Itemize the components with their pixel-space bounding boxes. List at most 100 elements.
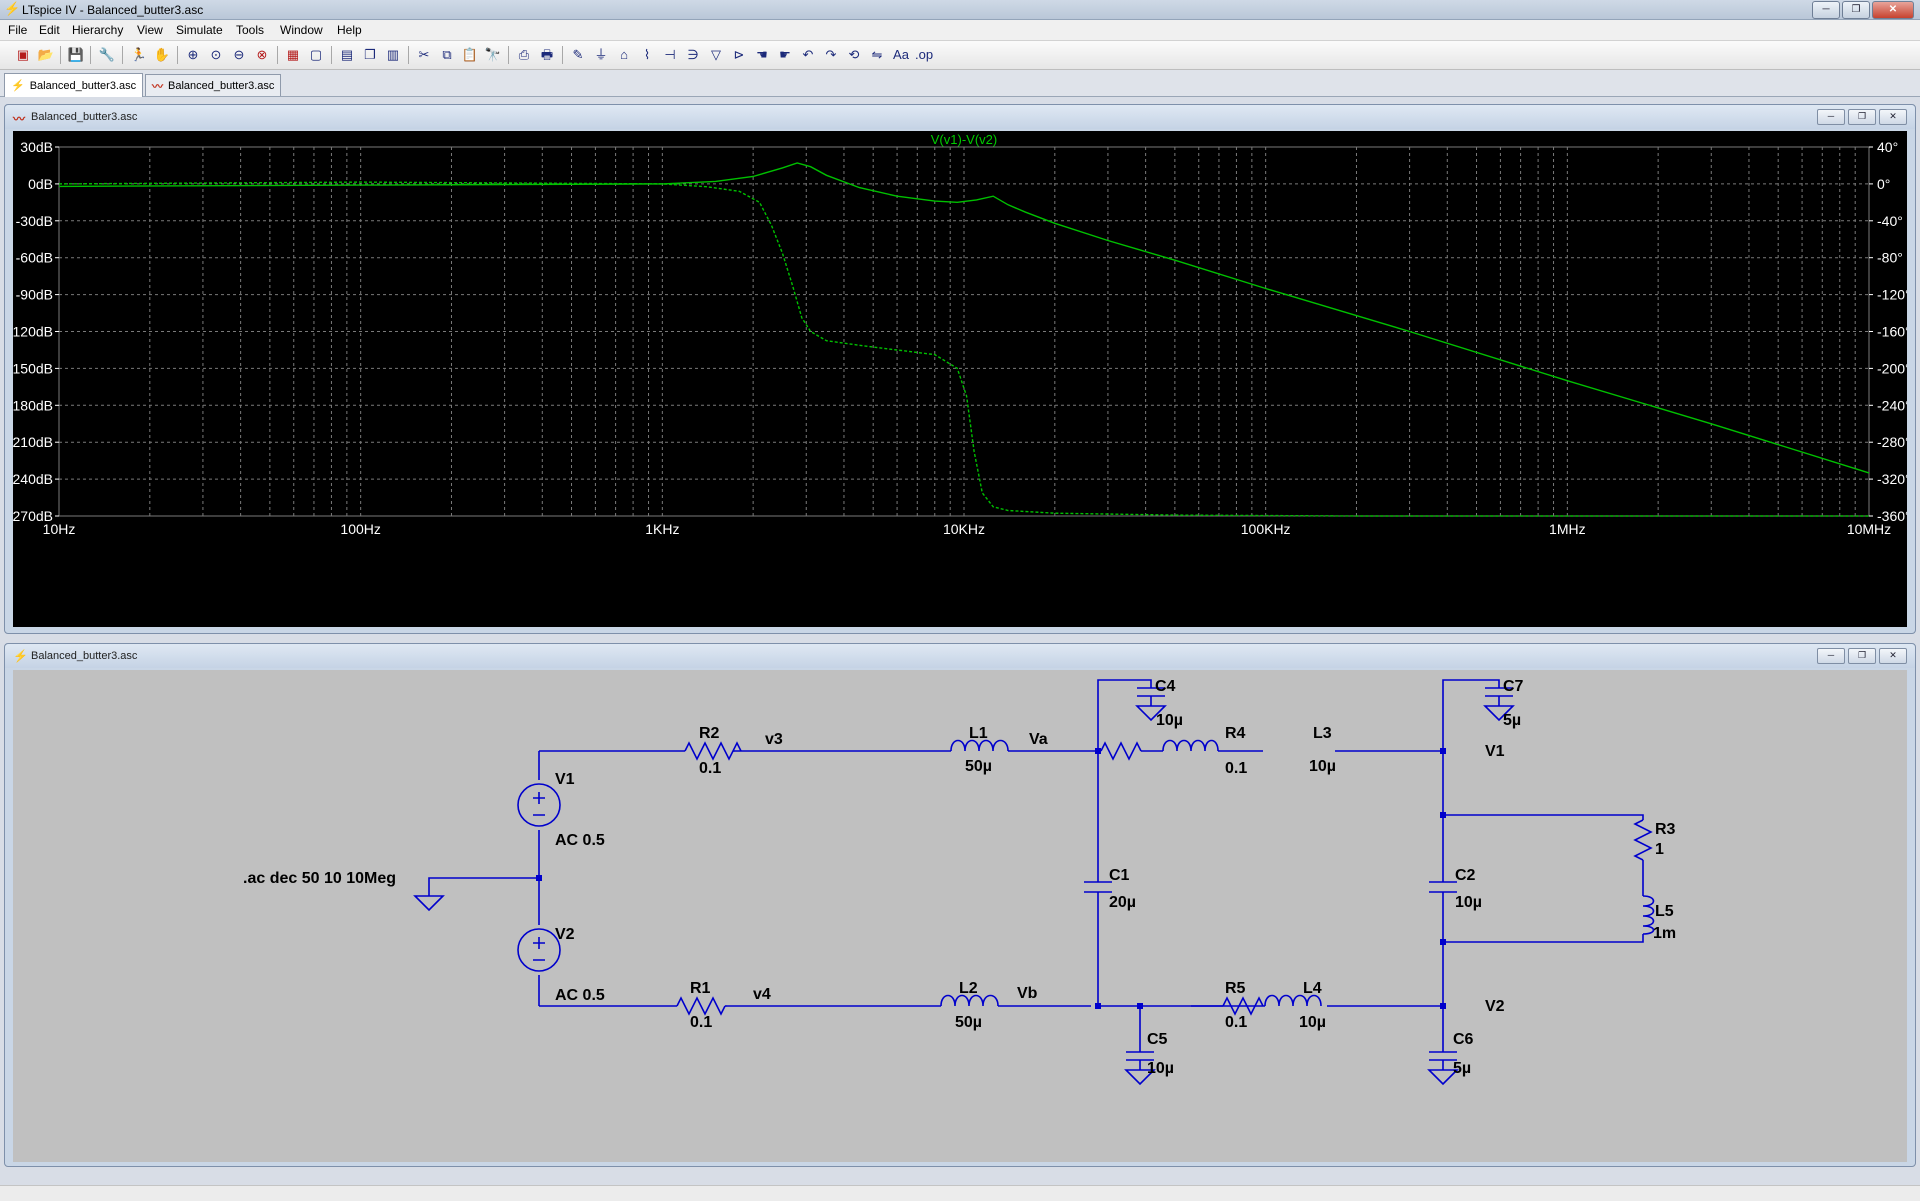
label-c2: C2 bbox=[1455, 867, 1476, 884]
menu-hierarchy[interactable]: Hierarchy bbox=[72, 23, 124, 37]
close-icon[interactable]: ✕ bbox=[1879, 109, 1907, 125]
wire[interactable] bbox=[428, 877, 539, 896]
inductor-l5[interactable] bbox=[1642, 895, 1655, 935]
plot-window-titlebar[interactable]: 〰 Balanced_butter3.asc ─ ❐ ✕ bbox=[5, 105, 1915, 129]
capacitor-c7[interactable] bbox=[1485, 687, 1513, 706]
bode-plot[interactable]: 30dB40°0dB0°-30dB-40°-60dB-80°-90dB-120°… bbox=[13, 131, 1907, 627]
rotate-icon[interactable]: ⟲ bbox=[848, 47, 860, 62]
run-icon[interactable]: 🏃 bbox=[130, 47, 148, 62]
minimize-icon[interactable]: ─ bbox=[1812, 1, 1840, 19]
tab-schematic[interactable]: ⚡ Balanced_butter3.asc bbox=[4, 73, 144, 97]
plot-area[interactable]: 30dB40°0dB0°-30dB-40°-60dB-80°-90dB-120°… bbox=[13, 131, 1907, 627]
mirror-icon[interactable]: ⇋ bbox=[871, 47, 883, 62]
move-icon[interactable]: ☚ bbox=[756, 47, 768, 62]
undo-icon[interactable]: ↶ bbox=[802, 47, 814, 62]
capacitor-c2[interactable] bbox=[1429, 881, 1457, 893]
ground-icon[interactable]: ⏚ bbox=[594, 47, 608, 62]
schematic-window-titlebar[interactable]: ⚡ Balanced_butter3.asc ─ ❐ ✕ bbox=[5, 644, 1915, 668]
find-icon[interactable]: 🔭 bbox=[484, 47, 502, 62]
minimize-icon[interactable]: ─ bbox=[1817, 109, 1845, 125]
component-icon[interactable]: ⊳ bbox=[733, 47, 745, 62]
voltage-source-v2-plus bbox=[533, 937, 545, 961]
halt-icon[interactable]: ✋ bbox=[153, 47, 171, 62]
label-net-icon[interactable]: ⌂ bbox=[620, 47, 628, 62]
text-icon[interactable]: Aa bbox=[893, 47, 909, 62]
capacitor-c5[interactable] bbox=[1126, 1051, 1154, 1070]
x-tick-label: 100Hz bbox=[340, 521, 380, 537]
menu-edit[interactable]: Edit bbox=[39, 23, 60, 37]
drag-icon[interactable]: ☛ bbox=[779, 47, 791, 62]
menu-file[interactable]: File bbox=[8, 23, 28, 37]
wire[interactable] bbox=[1442, 679, 1500, 751]
pan-icon[interactable]: ⊙ bbox=[210, 47, 222, 62]
waveform-icon[interactable]: ▢ bbox=[309, 47, 323, 62]
capacitor-c6[interactable] bbox=[1429, 1051, 1457, 1070]
print-icon[interactable]: 🖶 bbox=[540, 47, 554, 62]
inductor-icon[interactable]: ∋ bbox=[687, 47, 699, 62]
cut-icon[interactable]: ✂ bbox=[418, 47, 430, 62]
cascade-icon[interactable]: ❐ bbox=[364, 47, 376, 62]
resistor-icon[interactable]: ⌇ bbox=[643, 47, 651, 62]
minimize-icon[interactable]: ─ bbox=[1817, 648, 1845, 664]
restore-icon[interactable]: ❐ bbox=[1848, 648, 1876, 664]
trace-magnitude[interactable] bbox=[58, 162, 1870, 474]
resistor-r1[interactable] bbox=[676, 996, 726, 1016]
menu-simulate[interactable]: Simulate bbox=[176, 23, 223, 37]
menu-view[interactable]: View bbox=[137, 23, 163, 37]
inductor-l1[interactable] bbox=[950, 739, 1009, 752]
redo-icon[interactable]: ↷ bbox=[825, 47, 837, 62]
value-c7: 5µ bbox=[1503, 712, 1521, 729]
control-panel-icon[interactable]: 🔧 bbox=[98, 47, 116, 62]
schematic-canvas[interactable]: R2 0.1 v3 L1 50µ Va C4 10µ R4 0.1 L3 10µ… bbox=[13, 670, 1907, 1162]
zoom-out-icon[interactable]: ⊖ bbox=[233, 47, 245, 62]
net-v2: V2 bbox=[1485, 998, 1505, 1015]
schematic-drawing[interactable]: R2 0.1 v3 L1 50µ Va C4 10µ R4 0.1 L3 10µ… bbox=[13, 670, 1907, 1162]
zoom-in-icon[interactable]: ⊕ bbox=[187, 47, 199, 62]
inductor-l4[interactable] bbox=[1264, 994, 1322, 1007]
print-setup-icon[interactable]: ⎙ bbox=[518, 47, 530, 62]
net-v3: v3 bbox=[765, 731, 783, 748]
menu-help[interactable]: Help bbox=[337, 23, 362, 37]
resistor-r3[interactable] bbox=[1633, 819, 1653, 861]
inductor-l3[interactable] bbox=[1162, 739, 1219, 752]
tile-horizontal-icon[interactable]: ▤ bbox=[340, 47, 354, 62]
menu-window[interactable]: Window bbox=[280, 23, 323, 37]
capacitor-c4[interactable] bbox=[1137, 687, 1165, 706]
draw-wire-icon[interactable]: ✎ bbox=[572, 47, 584, 62]
value-r4: 0.1 bbox=[1225, 760, 1247, 777]
trace-title[interactable]: V(v1)-V(v2) bbox=[931, 132, 997, 147]
capacitor-c1[interactable] bbox=[1084, 881, 1112, 893]
copy-icon[interactable]: ⧉ bbox=[442, 47, 452, 62]
resistor-r4[interactable] bbox=[1100, 741, 1142, 761]
tab-waveform[interactable]: 〰 Balanced_butter3.asc bbox=[145, 74, 282, 96]
inductor-l2[interactable] bbox=[940, 994, 999, 1007]
y-left-tick-label: -240dB bbox=[13, 471, 53, 487]
toolbar-separator bbox=[331, 46, 332, 64]
menu-tools[interactable]: Tools bbox=[236, 23, 265, 37]
capacitor-icon[interactable]: ⊣ bbox=[664, 47, 676, 62]
diode-icon[interactable]: ▽ bbox=[711, 47, 721, 62]
zoom-fit-icon[interactable]: ⊗ bbox=[256, 47, 268, 62]
tab-label: Balanced_butter3.asc bbox=[29, 79, 137, 92]
trace-phase[interactable] bbox=[58, 181, 1869, 517]
paste-icon[interactable]: 📋 bbox=[461, 47, 479, 62]
save-icon[interactable]: 💾 bbox=[67, 47, 85, 62]
new-schematic-icon[interactable]: ▣ bbox=[16, 47, 30, 62]
y-left-tick-label: -270dB bbox=[13, 508, 53, 524]
voltage-source-v1[interactable] bbox=[517, 783, 561, 827]
voltage-source-v2[interactable] bbox=[517, 928, 561, 972]
spice-directive-icon[interactable]: .op bbox=[915, 47, 934, 62]
autorange-icon[interactable]: ▦ bbox=[286, 47, 300, 62]
resistor-r5[interactable] bbox=[1222, 996, 1264, 1016]
maximize-icon[interactable]: ❐ bbox=[1842, 1, 1870, 19]
close-icon[interactable]: ✕ bbox=[1879, 648, 1907, 664]
restore-icon[interactable]: ❐ bbox=[1848, 109, 1876, 125]
close-icon[interactable]: ✕ bbox=[1872, 1, 1914, 19]
wire[interactable] bbox=[1097, 679, 1152, 751]
wire[interactable] bbox=[1443, 814, 1644, 943]
resistor-r2[interactable] bbox=[684, 741, 742, 761]
open-icon[interactable]: 📂 bbox=[37, 47, 55, 62]
spice-directive[interactable]: .ac dec 50 10 10Meg bbox=[243, 870, 396, 887]
tab-label: Balanced_butter3.asc bbox=[168, 79, 275, 92]
tile-vertical-icon[interactable]: ▥ bbox=[386, 47, 400, 62]
